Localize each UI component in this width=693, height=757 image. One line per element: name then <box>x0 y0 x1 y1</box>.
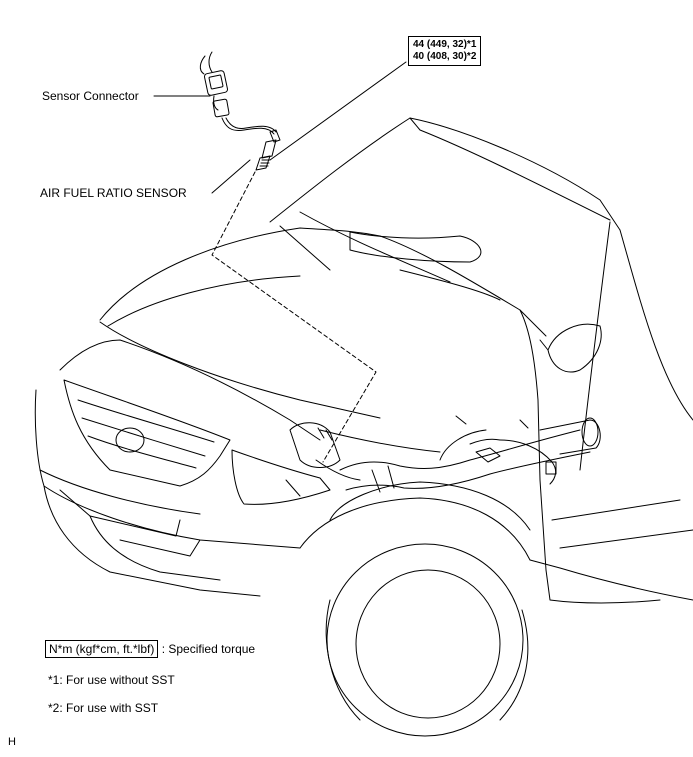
torque-spec-box: 44 (449, 32)*1 40 (408, 30)*2 <box>408 36 482 66</box>
air-fuel-ratio-sensor-label: AIR FUEL RATIO SENSOR <box>40 186 187 200</box>
torque-units-box: N*m (kgf*cm, ft.*lbf) <box>45 640 159 658</box>
sensor-connector-label: Sensor Connector <box>42 89 139 103</box>
corner-mark: H <box>8 736 16 748</box>
exhaust-assembly <box>289 415 601 493</box>
leader-lines <box>153 61 407 463</box>
torque-spec-line-1: 44 (449, 32)*1 <box>413 39 477 50</box>
torque-legend: N*m (kgf*cm, ft.*lbf) : Specified torque <box>45 640 256 658</box>
note-2: *2: For use with SST <box>48 701 159 715</box>
note-1: *1: For use without SST <box>48 673 175 687</box>
air-fuel-ratio-sensor-assembly <box>199 51 281 171</box>
truck-body <box>34 117 693 737</box>
torque-legend-desc: : Specified torque <box>161 642 256 656</box>
torque-spec-line-2: 40 (408, 30)*2 <box>413 51 477 62</box>
